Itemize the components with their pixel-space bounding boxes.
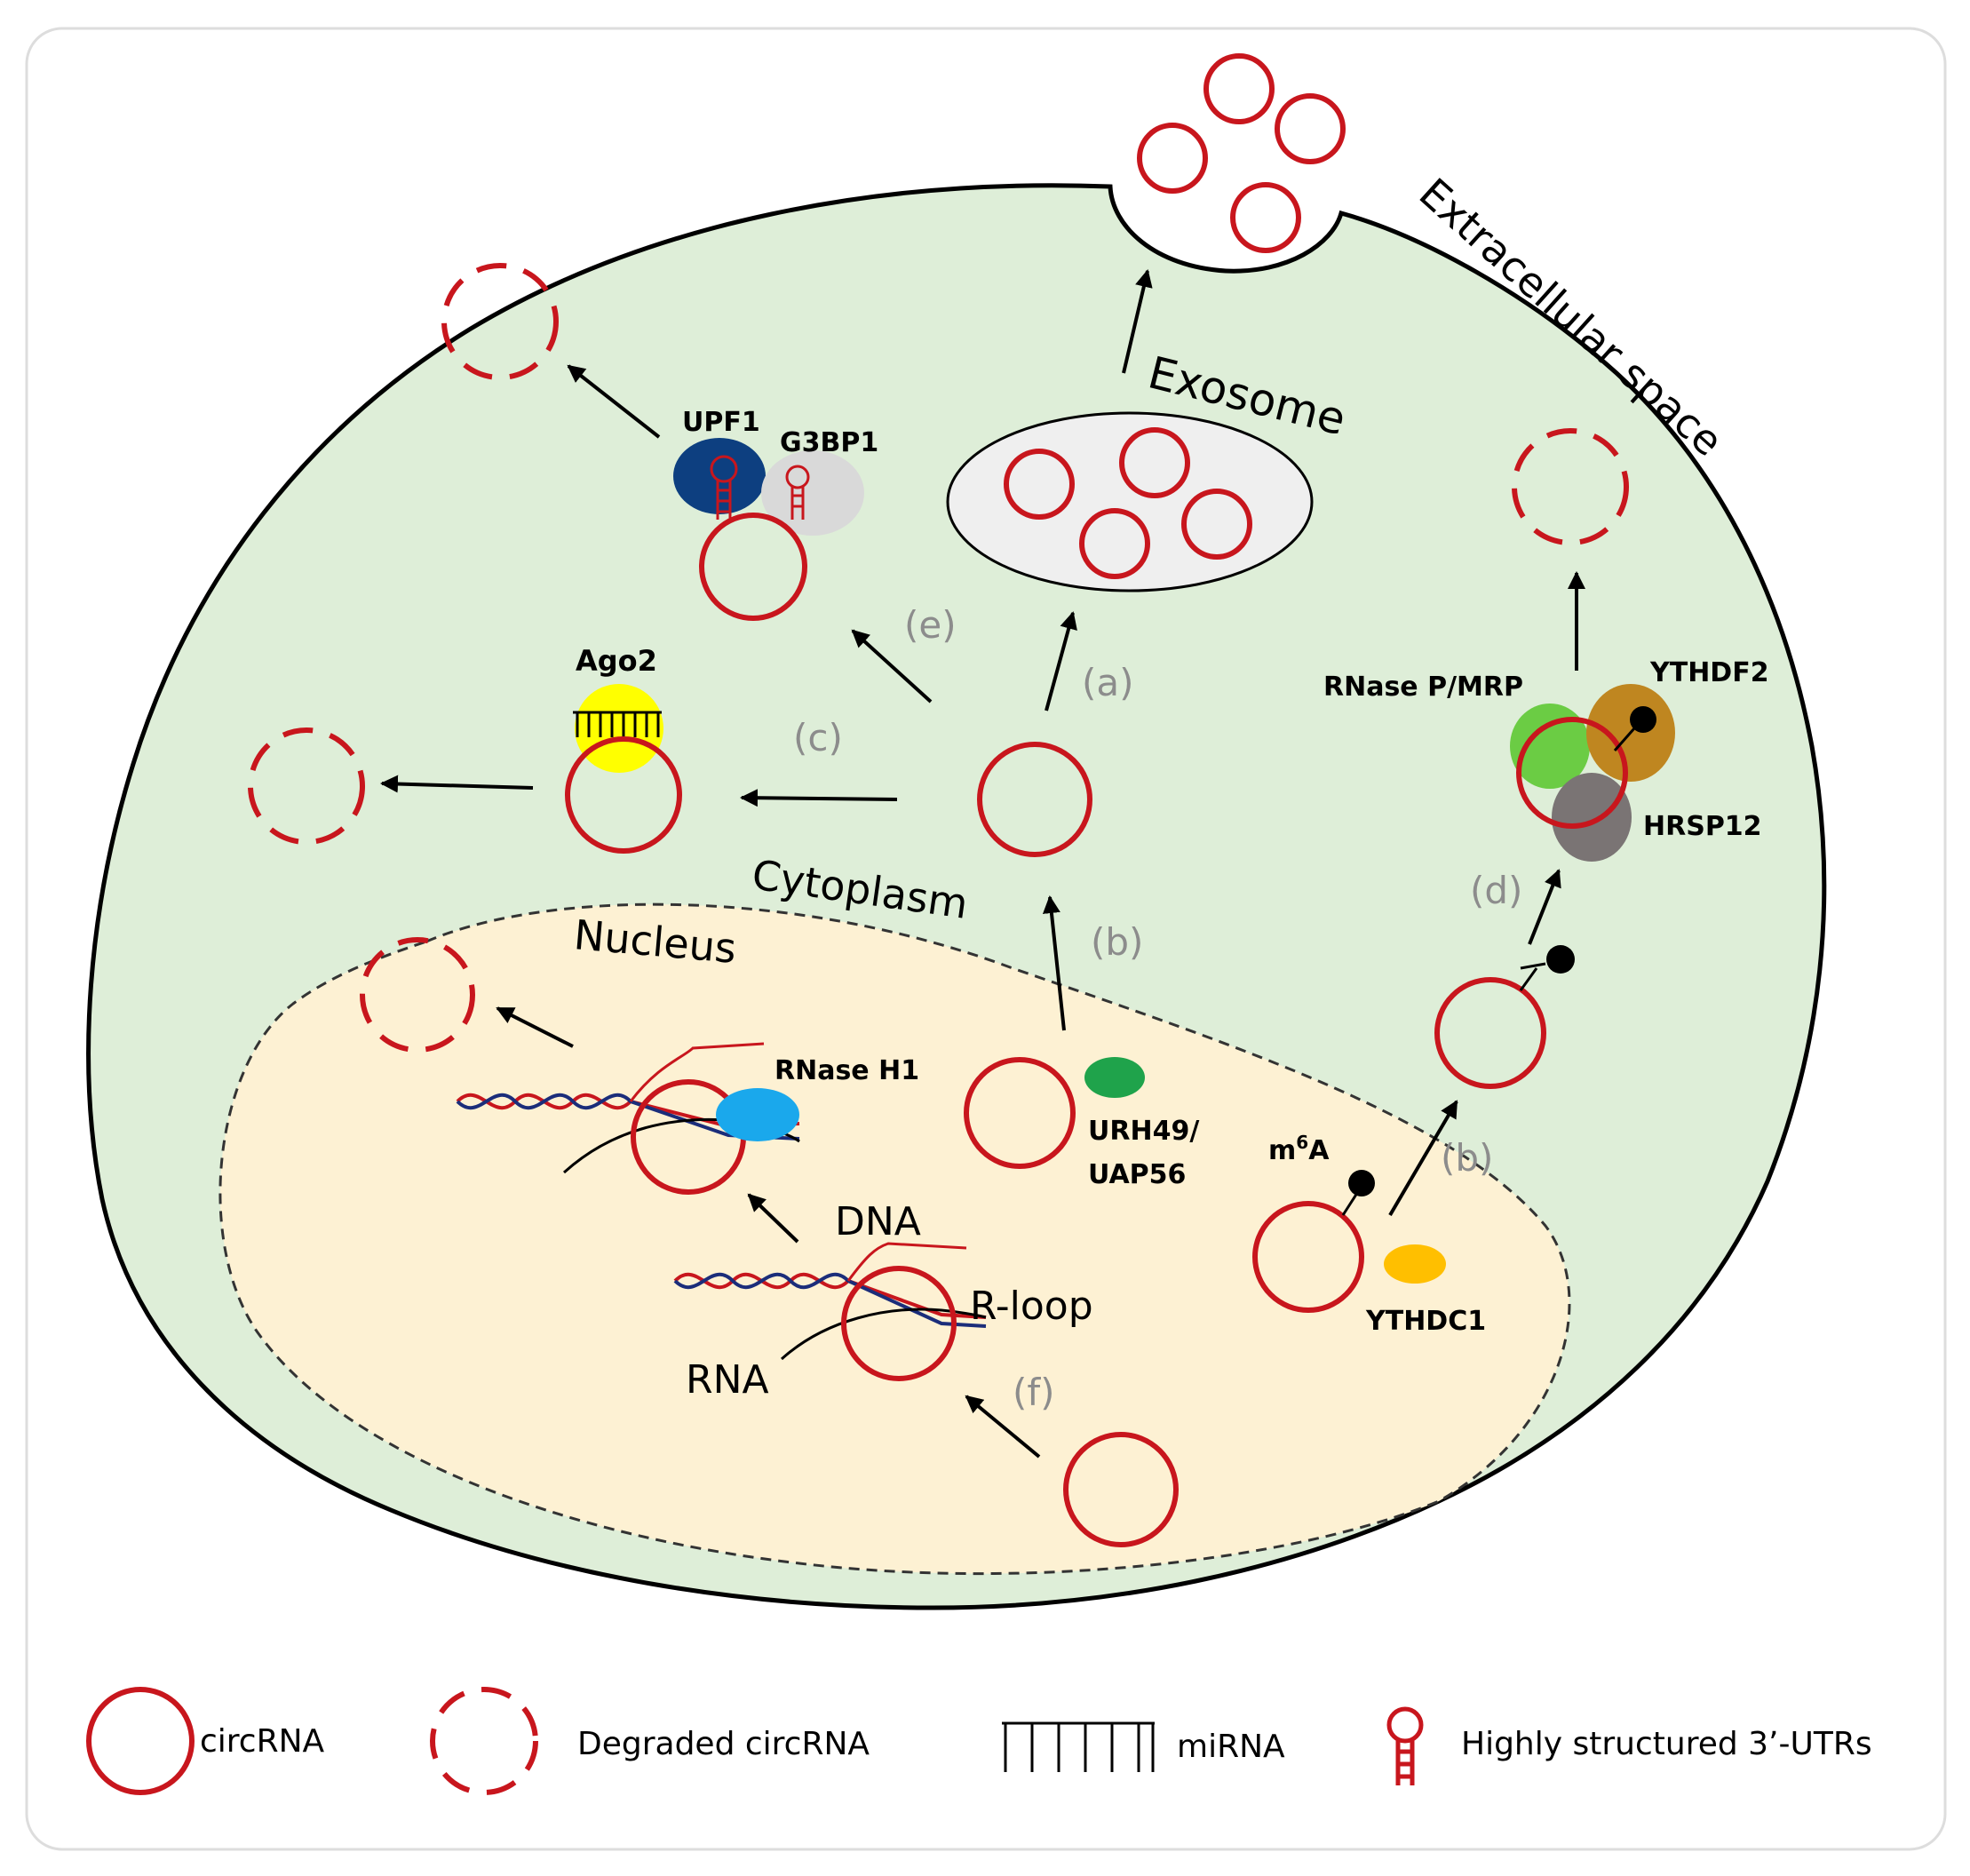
legend-mirna-icon — [1002, 1721, 1155, 1772]
ythdc1-label: YTHDC1 — [1365, 1306, 1486, 1337]
m6a-mark — [1348, 1170, 1375, 1196]
circrna — [1119, 427, 1190, 498]
m6a-linker — [1519, 967, 1538, 991]
circrna — [1079, 508, 1150, 579]
arrow-step-e — [851, 629, 933, 704]
circrna — [1275, 93, 1346, 164]
legend-circrna-label: circRNA — [200, 1723, 325, 1760]
step-b2-label: (b) — [1441, 1136, 1493, 1180]
g3bp1-label: G3BP1 — [780, 427, 878, 458]
ago2-complex — [565, 684, 682, 854]
upf1-label: UPF1 — [682, 407, 760, 438]
circrna — [565, 736, 682, 854]
utr-hairpin-icon — [785, 465, 810, 520]
exosome-vesicle — [946, 411, 1314, 592]
exosome — [946, 411, 1314, 592]
legend-utr-icon — [1386, 1706, 1424, 1785]
m6a-mark — [1630, 706, 1656, 733]
step-b-label: (b) — [1091, 920, 1143, 964]
rnase-pmrp-label: RNase P/MRP — [1323, 672, 1523, 703]
circrna — [1516, 717, 1628, 829]
urh49-uap56-protein — [1084, 1057, 1145, 1098]
upf1-protein — [673, 438, 766, 514]
m6a-mark — [1546, 945, 1575, 974]
circrna — [1137, 123, 1208, 194]
ythdf2-label: YTHDF2 — [1649, 657, 1769, 688]
circrna — [977, 742, 1092, 857]
m6a-label: m6A — [1268, 1132, 1330, 1166]
circrna — [841, 1266, 957, 1381]
legend-mirna-label: miRNA — [1177, 1729, 1285, 1765]
circrna — [1434, 977, 1546, 1089]
hrsp12-protein — [1552, 773, 1632, 862]
rna-label: RNA — [686, 1357, 769, 1403]
circrna — [1252, 1201, 1364, 1313]
degraded-circrna — [1512, 428, 1629, 545]
rnase-h1-protein — [716, 1088, 799, 1141]
circrna — [1181, 489, 1252, 560]
arrow-step-d — [1528, 869, 1561, 945]
arrow-upf1-degradation — [567, 364, 661, 439]
rnase-h1-label: RNase H1 — [774, 1055, 919, 1086]
ythdc1-protein — [1384, 1244, 1446, 1284]
legend-utr-label: Highly structured 3’-UTRs — [1461, 1726, 1872, 1762]
step-c-label: (c) — [793, 716, 843, 759]
upf1-g3bp1-complex — [673, 438, 864, 621]
circrna — [1004, 449, 1075, 520]
circrna — [1203, 53, 1275, 124]
circrna — [1230, 182, 1301, 253]
dna-label: DNA — [835, 1199, 921, 1244]
uap56-label: UAP56 — [1088, 1159, 1186, 1190]
degraded-circrna — [441, 263, 559, 380]
legend-circrna-icon — [86, 1687, 195, 1795]
step-a-label: (a) — [1082, 661, 1134, 704]
circrna — [699, 513, 807, 621]
step-f-label: (f) — [1013, 1371, 1055, 1414]
arrow-ago2-degradation — [380, 775, 534, 793]
circrna — [964, 1057, 1076, 1169]
arrow-step-b-export — [1042, 895, 1066, 1031]
step-e-label: (e) — [904, 603, 957, 647]
legend: circRNA Degraded circRNA miRNA Highly st… — [86, 1687, 1872, 1795]
arrow-step-f — [965, 1395, 1041, 1459]
arrow-rloop-to-rnase-h1 — [747, 1193, 799, 1244]
rnase-pmrp-complex — [1510, 684, 1675, 862]
ago2-protein — [575, 684, 663, 773]
arrow-exosome-to-extracellular — [1122, 269, 1153, 374]
ago2-label: Ago2 — [576, 644, 657, 678]
urh49-label: URH49/ — [1088, 1116, 1199, 1147]
arrow-step-b-m6a — [1388, 1100, 1458, 1217]
utr-hairpin-icon — [710, 455, 738, 520]
rloop-label: R-loop — [970, 1284, 1093, 1329]
legend-degraded-icon — [430, 1687, 538, 1795]
hrsp12-label: HRSP12 — [1643, 811, 1762, 842]
circrna — [1063, 1432, 1179, 1547]
rloop-formation — [673, 1242, 987, 1381]
step-d-label: (d) — [1470, 869, 1522, 912]
nucleus-envelope — [218, 902, 1571, 1576]
legend-degraded-label: Degraded circRNA — [577, 1726, 870, 1762]
degraded-circrna — [360, 937, 475, 1053]
rnase-pmrp-protein — [1510, 704, 1590, 789]
arrow-rnase-h1-degradation — [496, 1006, 574, 1048]
extracellular-circrnas — [1137, 53, 1346, 253]
mirna-icon — [573, 711, 662, 737]
degraded-circrna — [248, 727, 365, 845]
rnase-h1-rloop — [456, 1042, 800, 1195]
arrow-step-c — [740, 789, 898, 807]
arrow-step-a — [1045, 611, 1077, 711]
